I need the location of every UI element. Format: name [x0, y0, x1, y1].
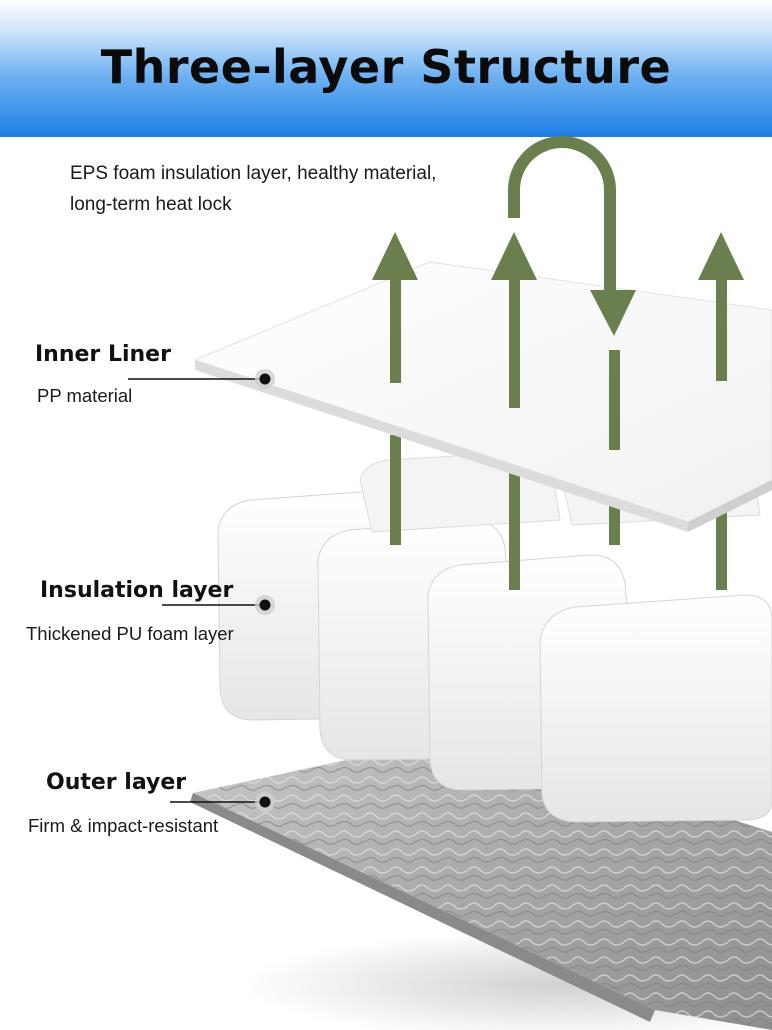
outer-layer-label: Outer layer [46, 770, 187, 795]
arrow-stem-lower-3 [609, 500, 620, 545]
insulation-layer-detail: Thickened PU foam layer [26, 623, 234, 644]
insulation-layer-label: Insulation layer [40, 578, 234, 603]
page-title: Three-layer Structure [100, 40, 672, 94]
callout-inner-liner [128, 369, 275, 389]
heat-arrow-group-upper [372, 136, 744, 450]
eps-description-line-2: long-term heat lock [70, 194, 232, 215]
outer-layer-marker-dot [259, 796, 271, 808]
up-arrow-3 [698, 232, 744, 381]
up-arrow-2 [491, 232, 537, 408]
inner-liner-detail: PP material [37, 385, 133, 406]
heat-arrow-group-lower [390, 435, 727, 590]
inner-liner-plate [193, 261, 772, 532]
insulation-marker-dot [259, 599, 271, 611]
inner-liner-marker-dot [259, 373, 271, 385]
arrow-stem-lower-1 [390, 435, 401, 545]
return-arrow [508, 136, 636, 450]
up-arrow-1 [372, 232, 418, 383]
arrow-stem-lower-2 [509, 470, 520, 590]
arrow-stem-lower-4 [716, 505, 727, 590]
title-banner [0, 0, 772, 137]
outer-layer-detail: Firm & impact-resistant [28, 815, 219, 836]
eps-description-line-1: EPS foam insulation layer, healthy mater… [70, 163, 437, 184]
callout-outer-layer [170, 792, 275, 812]
eps-description: EPS foam insulation layer, healthy mater… [70, 158, 510, 220]
callout-insulation-layer [162, 595, 275, 615]
inner-liner-label: Inner Liner [35, 342, 171, 367]
